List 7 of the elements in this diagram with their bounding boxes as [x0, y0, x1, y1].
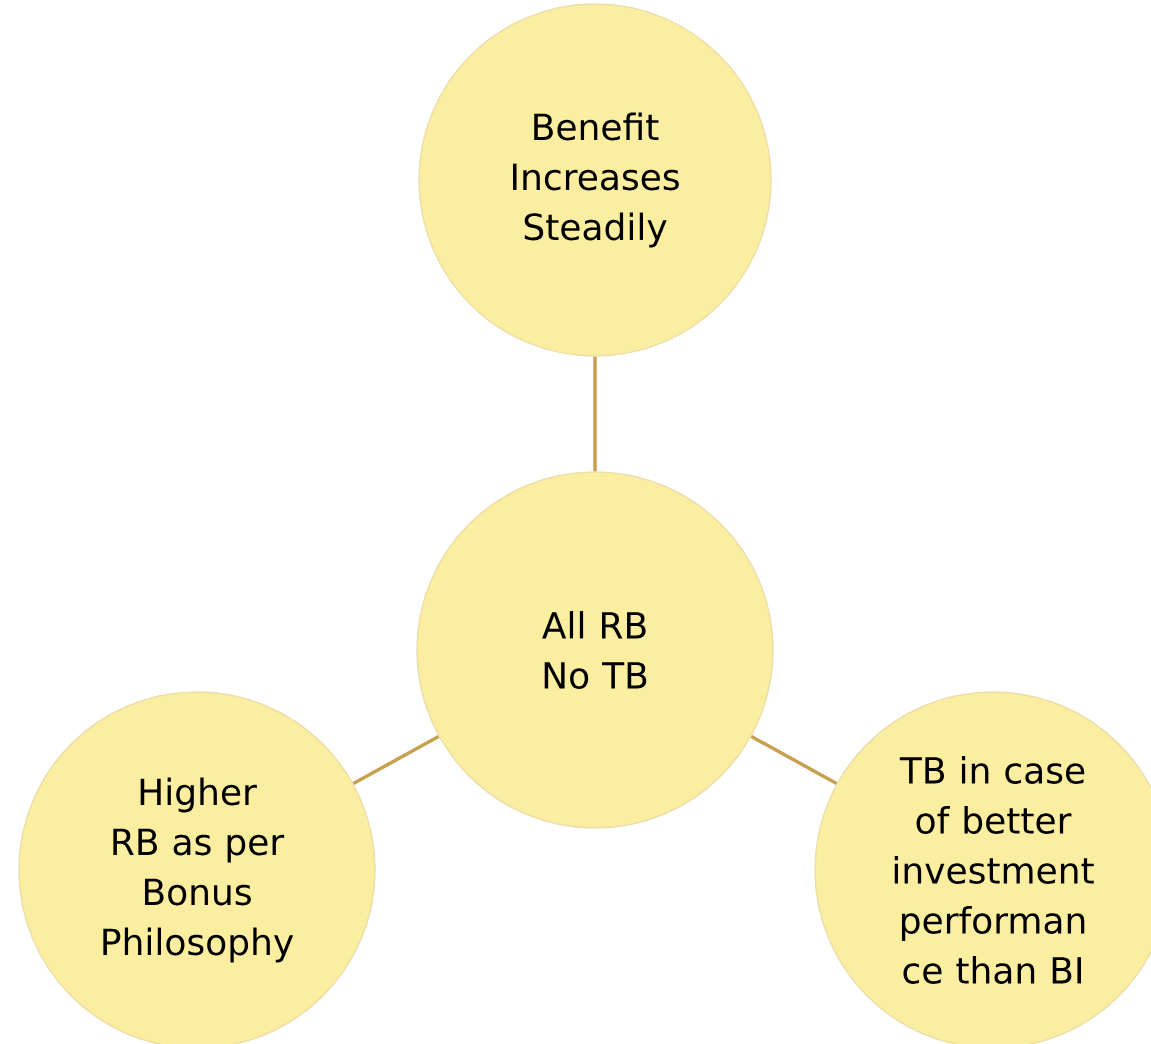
circle-node: All RB No TB: [416, 471, 774, 829]
circle-node: TB in case of better investment performan ce than BI: [814, 691, 1151, 1044]
connector-line: [750, 734, 838, 786]
connector-line: [593, 356, 597, 472]
circle-node: Benefit Increases Steadily: [418, 3, 772, 357]
connector-line: [352, 734, 440, 786]
circle-node: Higher RB as per Bonus Philosophy: [18, 691, 376, 1044]
